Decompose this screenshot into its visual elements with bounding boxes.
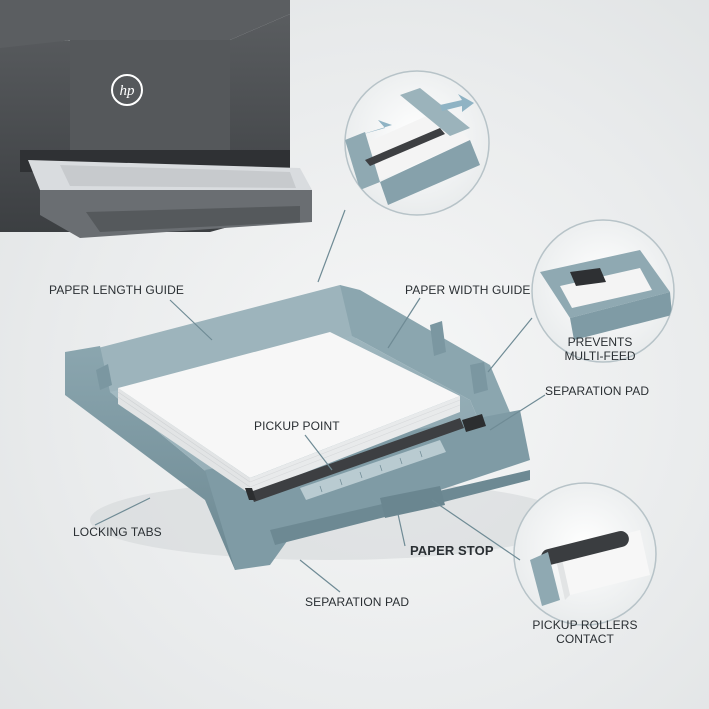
leader-separation-pad-right [489, 394, 546, 431]
leader-top-circle [317, 209, 346, 283]
label-pickup-rollers-contact: PICKUP ROLLERS CONTACT [532, 618, 638, 646]
callout-circle-top [344, 70, 490, 216]
printer [0, 0, 312, 238]
leader-pickup-point [304, 434, 333, 471]
label-prevents-multi-feed-line1: PREVENTS [568, 335, 633, 349]
callout-circle-bottom [513, 482, 657, 626]
label-separation-pad-bottom: SEPARATION PAD [305, 595, 410, 609]
label-paper-length-guide: PAPER LENGTH GUIDE [49, 283, 184, 297]
hp-logo: hp [111, 74, 143, 106]
leader-paper-width-guide [387, 297, 421, 349]
label-locking-tabs: LOCKING TABS [73, 525, 162, 539]
leader-paper-length-guide [169, 299, 213, 341]
hp-logo-text: hp [120, 83, 136, 99]
callout-lines [94, 209, 546, 593]
leader-paper-stop [397, 513, 406, 547]
separation-pad-strip [245, 414, 486, 502]
label-pickup-point: PICKUP POINT [254, 419, 340, 433]
callout-circle-right: PREVENTS MULTI-FEED [531, 219, 675, 363]
leader-locking-tabs [94, 497, 151, 526]
label-paper-width-guide: PAPER WIDTH GUIDE [405, 283, 531, 297]
leader-right-circle [487, 317, 533, 373]
label-paper-stop: PAPER STOP [410, 543, 494, 558]
label-prevents-multi-feed-line2: MULTI-FEED [564, 349, 635, 363]
pickup-point-ruler [300, 440, 446, 500]
leader-bottom-circle [431, 499, 521, 561]
leader-separation-pad-bottom [299, 559, 341, 593]
paper-stack [117, 332, 461, 494]
label-separation-pad-right: SEPARATION PAD [545, 384, 650, 398]
